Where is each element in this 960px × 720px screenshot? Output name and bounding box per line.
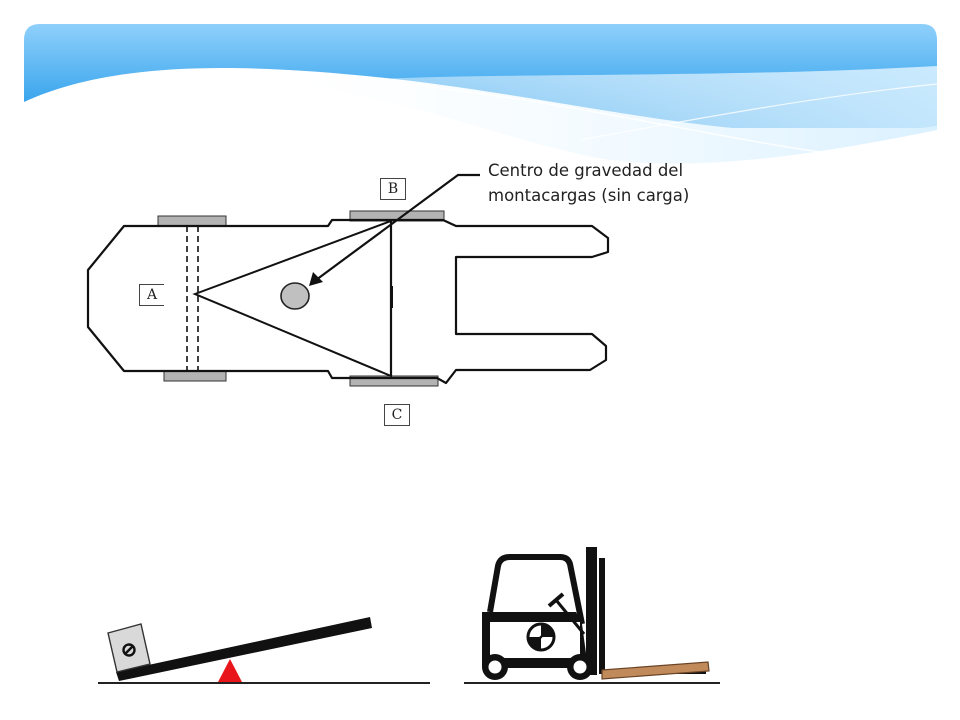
center-of-gravity-icon (526, 622, 556, 652)
no-symbol-icon (122, 643, 136, 657)
steering-column (554, 599, 586, 635)
callout-leader-line (315, 173, 480, 281)
label-a: A (139, 284, 164, 306)
steering-wheel (547, 592, 565, 608)
fulcrum-triangle (218, 659, 242, 682)
rear-wheel-icon (482, 654, 508, 680)
mast (586, 547, 597, 675)
front-wheel-bottom (349, 375, 439, 387)
label-c: C (384, 404, 410, 426)
center-of-gravity-dot (280, 282, 310, 310)
stability-triangle (192, 219, 392, 378)
front-wheel-icon (567, 654, 593, 680)
forklift-side-view (464, 547, 720, 684)
forklift-cab-frame (487, 554, 585, 625)
cab-window (498, 572, 566, 612)
arrow-head-icon (309, 272, 323, 286)
forklift-top-view (86, 173, 610, 387)
rear-wheel-top (157, 215, 227, 227)
seesaw-plank (116, 617, 372, 681)
pallet (601, 661, 710, 680)
callout-line-1: Centro de gravedad del (488, 161, 684, 180)
rear-wheel-bottom (163, 370, 227, 382)
seesaw-illustration (98, 617, 430, 684)
header-banner (24, 24, 938, 201)
counterweight-block (107, 623, 151, 673)
callout-line-2: montacargas (sin carga) (488, 186, 690, 205)
label-b: B (380, 178, 406, 200)
forklift-outline (86, 218, 610, 385)
center-of-gravity-callout: Centro de gravedad del montacargas (sin … (488, 158, 689, 208)
mast-inner (599, 558, 605, 674)
